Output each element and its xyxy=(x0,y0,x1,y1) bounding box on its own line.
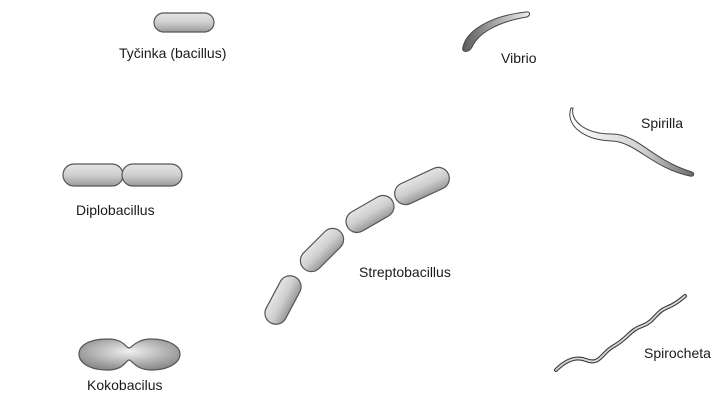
bacillus-rod xyxy=(154,13,214,32)
label-streptobacillus: Streptobacillus xyxy=(359,264,451,280)
label-kokobacilus: Kokobacilus xyxy=(87,377,163,393)
label-spirilla: Spirilla xyxy=(641,115,683,131)
kokobacilus-shape xyxy=(79,339,180,370)
diplobacillus-shape xyxy=(63,164,182,186)
streptobacillus-chain xyxy=(261,164,453,328)
label-bacillus: Tyčinka (bacillus) xyxy=(119,45,226,61)
label-spirocheta: Spirocheta xyxy=(644,345,711,361)
label-diplobacillus: Diplobacillus xyxy=(76,202,155,218)
label-vibrio: Vibrio xyxy=(501,50,537,66)
vibrio-shape xyxy=(463,12,530,52)
